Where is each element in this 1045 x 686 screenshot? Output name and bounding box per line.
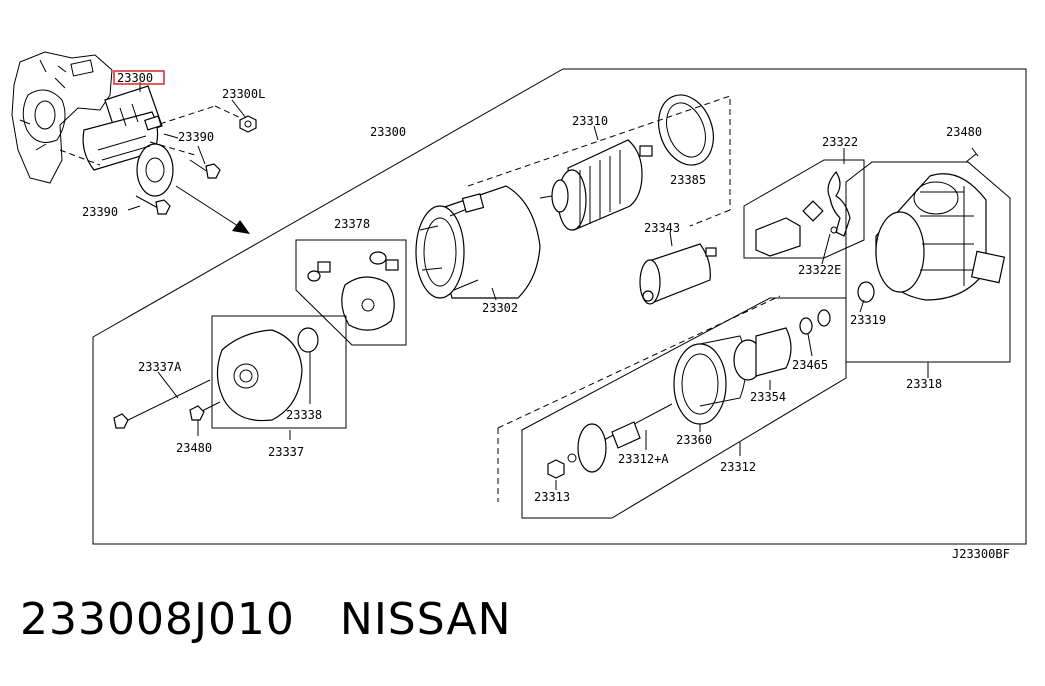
callout-23318[interactable]: 23318 [906, 377, 942, 391]
main-assembly-outline [92, 68, 1027, 545]
diagram-code: J23300BF [952, 547, 1010, 561]
callout-23300-highlighted[interactable]: 23300 [117, 71, 153, 85]
group-23378-outline [295, 239, 407, 346]
nut-23300L-illustration [239, 115, 257, 133]
armature-group-dashed-outline [467, 95, 731, 227]
group-23337-outline [211, 315, 347, 429]
group-23322-outline [743, 159, 865, 259]
lower-group-dashed-outline [497, 295, 781, 502]
callout-23322E[interactable]: 23322E [798, 263, 841, 277]
bracket-23322-illustration [755, 171, 851, 257]
callout-23385[interactable]: 23385 [670, 173, 706, 187]
armature-23310-illustration [539, 139, 653, 231]
callout-23319[interactable]: 23319 [850, 313, 886, 327]
callout-23300L[interactable]: 23300L [222, 87, 265, 101]
callout-23378[interactable]: 23378 [334, 217, 370, 231]
housing-23318-illustration [857, 173, 1006, 303]
highlight-box [113, 70, 165, 85]
callout-23360[interactable]: 23360 [676, 433, 712, 447]
starter-installed-illustration [59, 85, 246, 197]
callout-23465[interactable]: 23465 [792, 358, 828, 372]
brand-name: NISSAN [339, 594, 512, 645]
callout-23322[interactable]: 23322 [822, 135, 858, 149]
clip-23465-illustration [799, 309, 831, 335]
bolt-23390-lower-illustration [135, 195, 171, 215]
part-number: 233008J010 [20, 594, 295, 645]
callout-23390-lower[interactable]: 23390 [82, 205, 118, 219]
clutch-23354-illustration [733, 327, 792, 381]
callout-23354[interactable]: 23354 [750, 390, 786, 404]
callout-23310[interactable]: 23310 [572, 114, 608, 128]
callout-23343[interactable]: 23343 [644, 221, 680, 235]
seal-ring-23385-illustration [658, 94, 714, 166]
rear-cover-23337-illustration [216, 327, 319, 422]
gear-ring-23360-illustration [673, 335, 747, 425]
callout-23300[interactable]: 23300 [370, 125, 406, 139]
callout-23480-lower[interactable]: 23480 [176, 441, 212, 455]
callout-23337A[interactable]: 23337A [138, 360, 182, 374]
group-23312-outline [521, 297, 847, 519]
nut-23313-illustration [547, 459, 565, 479]
callout-23390-upper[interactable]: 23390 [178, 130, 214, 144]
pinion-23312A-illustration [567, 403, 673, 473]
callout-23480-upper[interactable]: 23480 [946, 125, 982, 139]
screw-23480-lower-illustration [189, 401, 221, 421]
callout-23302[interactable]: 23302 [482, 301, 518, 315]
callout-23313[interactable]: 23313 [534, 490, 570, 504]
arrow-to-exploded-view [175, 185, 250, 234]
through-bolt-23337A-illustration [113, 379, 211, 429]
bolt-23390-upper-illustration [189, 159, 221, 179]
brush-holder-23378-illustration [307, 251, 399, 331]
callout-23312A[interactable]: 23312+A [618, 452, 669, 466]
callout-23337[interactable]: 23337 [268, 445, 304, 459]
yoke-23302-illustration [415, 185, 541, 299]
solenoid-23343-illustration [639, 243, 717, 305]
callout-23338[interactable]: 23338 [286, 408, 322, 422]
callout-23312[interactable]: 23312 [720, 460, 756, 474]
engine-block-illustration [11, 51, 113, 184]
part-caption: 233008J010 NISSAN [20, 594, 512, 645]
